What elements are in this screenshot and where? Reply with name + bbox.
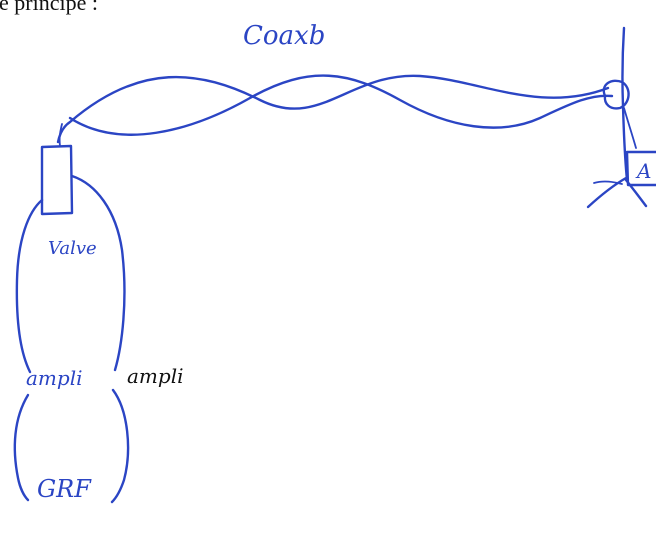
device-box [625, 150, 656, 187]
cable-end-loop [602, 79, 630, 110]
stand-pole [621, 26, 629, 182]
ampli-label-side: ampli [127, 364, 183, 388]
twisted-cable-strand-a [56, 74, 610, 144]
ampli-label-inside: ampli [26, 366, 82, 390]
valve-box [40, 144, 74, 216]
stand-arm [623, 107, 637, 149]
valve-ampli-enclosure-right [70, 174, 126, 372]
grf-enclosure-left [13, 393, 30, 502]
stand-foot [593, 180, 623, 185]
section-heading: e principe : [0, 0, 98, 15]
twisted-cable-strand-b [68, 74, 614, 136]
cable-lead-to-valve [58, 123, 63, 147]
valve-ampli-enclosure-left [15, 198, 44, 374]
grf-label: GRF [37, 475, 92, 503]
stand-leg-left [586, 176, 628, 209]
valve-label: Valve [48, 238, 97, 259]
cable-label: Coaxb [243, 21, 325, 51]
device-box-label: A [635, 159, 651, 183]
grf-enclosure-right [110, 388, 130, 504]
